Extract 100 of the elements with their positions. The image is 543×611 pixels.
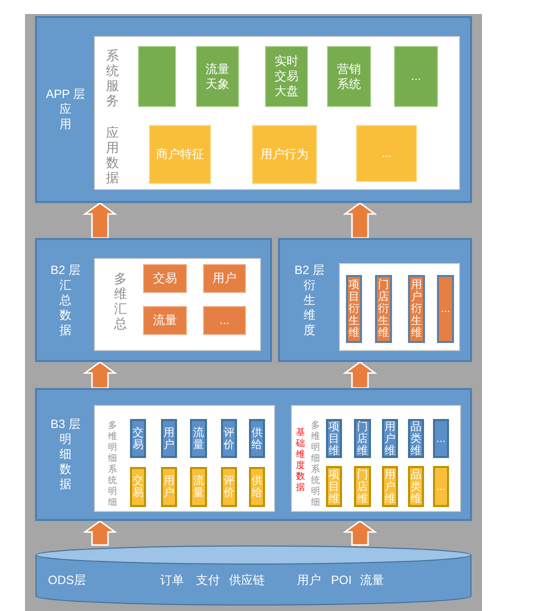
data-box — [408, 275, 425, 343]
box-label: 用户 — [163, 475, 175, 499]
data-box — [203, 306, 246, 335]
block-arrow — [82, 361, 118, 389]
data-box — [327, 46, 371, 107]
source-label: 流量 — [360, 573, 384, 587]
data-box — [433, 419, 449, 458]
side-label: 基础维度数据 — [296, 427, 305, 493]
block-arrow — [342, 202, 378, 239]
source-label: 用户 — [297, 573, 321, 587]
block-arrow — [342, 520, 378, 546]
box-label: 交易 — [153, 271, 177, 286]
box-label: 用户 — [163, 426, 175, 450]
data-box — [161, 419, 177, 458]
box-label: 项目衍生维 — [348, 279, 360, 339]
box-label: 流量 — [192, 426, 205, 450]
box-label: 用户 — [212, 271, 236, 286]
database-cylinder — [35, 545, 472, 606]
box-label: 评价 — [223, 426, 235, 450]
data-box — [221, 419, 237, 458]
box-label: 评价 — [223, 475, 235, 499]
data-box — [143, 306, 187, 335]
box-label: 流量 — [153, 313, 177, 328]
panel — [291, 405, 461, 512]
layer-label: B2 层 — [294, 262, 324, 278]
source-label: 订单 — [160, 573, 184, 587]
layer-label: B2 层 — [50, 262, 80, 278]
box-label: 用户行为 — [260, 147, 308, 162]
box-label: 营销系统 — [336, 62, 362, 92]
box-label: ... — [440, 303, 450, 315]
box-label: 门店维 — [356, 420, 369, 456]
layer-label: 明细数据 — [60, 432, 72, 492]
data-box — [346, 275, 362, 343]
box-label: 交易 — [132, 426, 144, 450]
panel — [94, 258, 261, 351]
data-box — [149, 125, 211, 184]
box-label: 实时交易大盘 — [274, 54, 300, 99]
side-label: 系统明细 — [108, 464, 117, 508]
data-box — [190, 467, 207, 507]
layer-box — [35, 388, 472, 521]
block-arrow — [342, 361, 378, 389]
box-label: 流量 — [192, 475, 205, 499]
block-arrow — [82, 520, 118, 546]
data-box — [130, 467, 146, 507]
data-box — [433, 466, 449, 507]
data-box — [265, 46, 308, 107]
data-box — [356, 125, 417, 182]
data-box — [437, 275, 454, 343]
data-box — [394, 46, 438, 107]
side-label: 多维汇总 — [114, 271, 127, 331]
side-label: 系统明细 — [311, 464, 320, 508]
data-box — [221, 467, 237, 507]
box-label: ... — [381, 146, 392, 161]
layer-label: ODS层 — [48, 573, 86, 587]
data-box — [252, 125, 317, 184]
panel — [94, 36, 460, 190]
data-box — [138, 46, 176, 107]
panel — [339, 263, 460, 351]
source-label: 供应链 — [229, 573, 265, 587]
box-label: 供给 — [251, 475, 263, 499]
data-box — [161, 467, 177, 507]
box-label: 品类维 — [410, 420, 422, 456]
data-box — [249, 419, 265, 458]
data-box — [130, 419, 146, 458]
layer-label: APP 层 — [46, 87, 86, 102]
side-label: 多维明细 — [311, 420, 320, 464]
box-label: 项目维 — [328, 420, 340, 456]
side-label: 多维明细 — [108, 420, 117, 464]
data-box — [249, 467, 265, 507]
layer-box — [35, 16, 472, 203]
box-label: ... — [436, 432, 446, 444]
block-arrow — [82, 202, 118, 239]
box-label: 流量天象 — [204, 62, 230, 92]
box-label: 商户特征 — [156, 147, 204, 162]
box-label: 项目维 — [328, 468, 340, 504]
box-label: ... — [410, 69, 422, 84]
layer-box — [278, 238, 472, 362]
box-label: 品类维 — [410, 468, 422, 504]
data-box — [196, 46, 239, 107]
data-box — [375, 275, 392, 343]
data-box — [143, 264, 187, 293]
layer-box — [35, 238, 272, 362]
box-label: 用户衍生维 — [410, 279, 423, 339]
box-label: 用户维 — [384, 420, 396, 456]
box-label: 门店维 — [356, 468, 369, 504]
box-label: 供给 — [251, 426, 263, 450]
box-label: ... — [219, 313, 230, 328]
panel — [94, 405, 275, 512]
source-label: POI — [331, 573, 352, 587]
layer-label: 衍生维度 — [304, 278, 316, 338]
layer-label: 应用 — [60, 102, 72, 132]
side-label: 应用数据 — [106, 125, 119, 185]
source-label: 支付 — [196, 573, 220, 587]
side-label: 系统服务 — [106, 48, 119, 108]
layer-label: 汇总数据 — [60, 278, 72, 338]
data-box — [190, 419, 207, 458]
layer-label: B3 层 — [50, 417, 80, 432]
data-box — [203, 264, 246, 293]
box-label: 用户维 — [384, 468, 396, 504]
box-label: ... — [436, 480, 446, 492]
